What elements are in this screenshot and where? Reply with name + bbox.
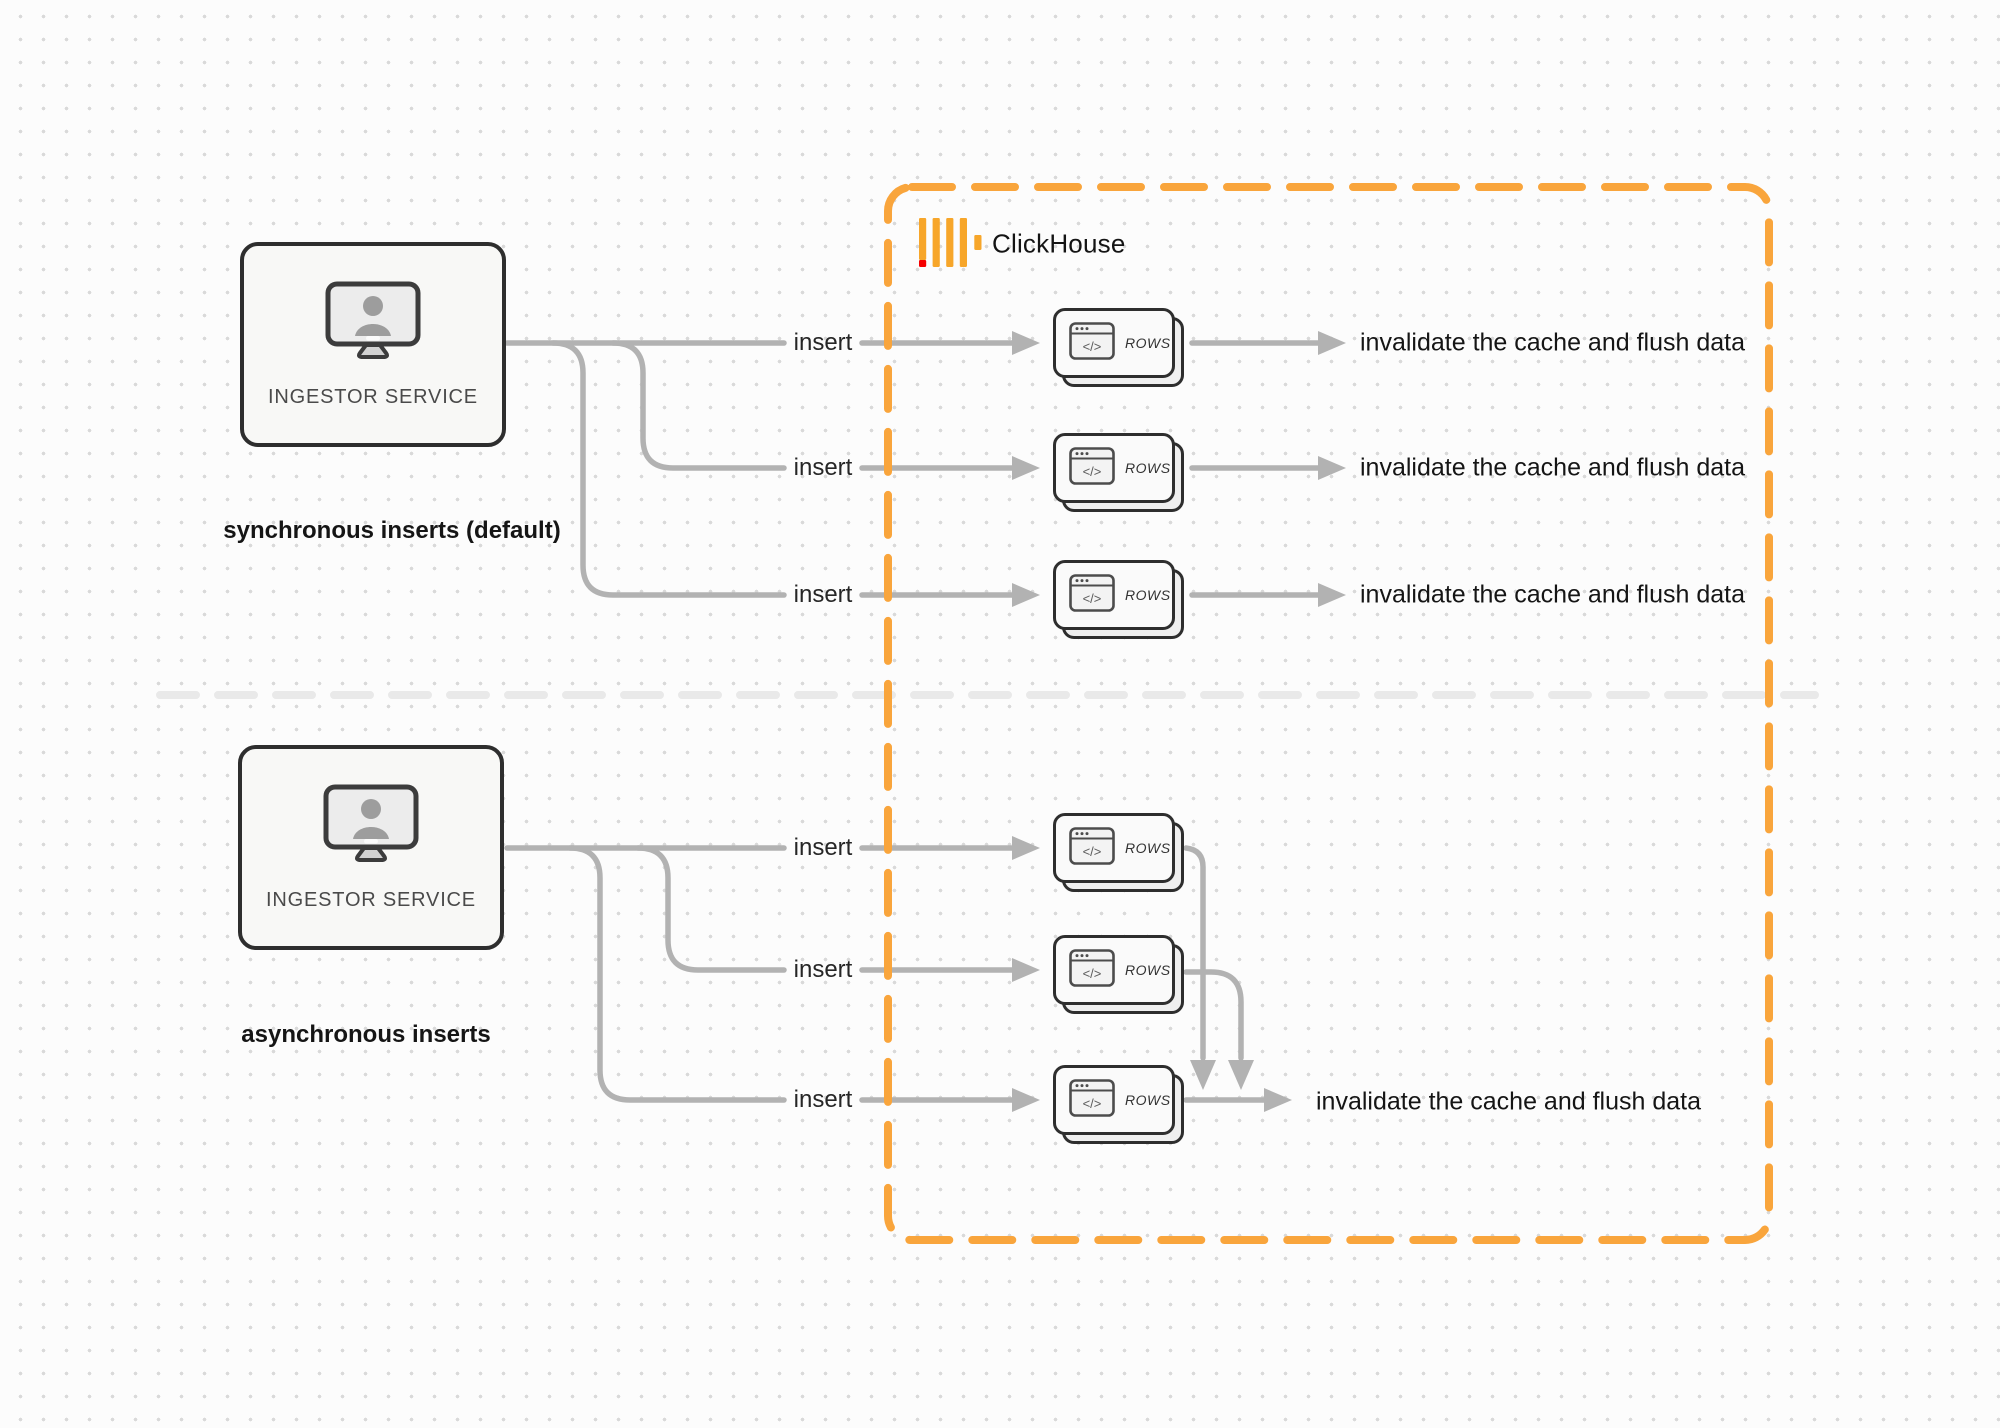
invalidate-label: invalidate the cache and flush data <box>1360 453 1745 482</box>
code-glyph: </> <box>1083 591 1102 606</box>
code-window-icon: </> <box>1069 321 1115 365</box>
monitor-user-icon <box>325 281 421 374</box>
rows-label: ROWS <box>1125 587 1171 603</box>
rows-label: ROWS <box>1125 1092 1171 1108</box>
ingestor-service-box-sync: INGESTOR SERVICE <box>240 242 506 447</box>
connector-line <box>1183 845 1206 1061</box>
insert-label: insert <box>793 834 853 861</box>
invalidate-label: invalidate the cache and flush data <box>1316 1087 1701 1116</box>
rows-table-card: </> ROWS <box>1053 813 1185 893</box>
arrowhead-icon <box>1318 331 1346 355</box>
code-window-icon: </> <box>1069 573 1115 617</box>
arrowhead-down-icon <box>1190 1060 1216 1090</box>
code-glyph: </> <box>1083 844 1102 859</box>
rows-label: ROWS <box>1125 962 1171 978</box>
ingestor-service-box-async: INGESTOR SERVICE <box>238 745 504 950</box>
insert-label: insert <box>793 956 853 983</box>
arrowhead-icon <box>1012 958 1040 982</box>
code-glyph: </> <box>1083 1096 1102 1111</box>
clickhouse-boundary-box <box>884 183 1773 1244</box>
arrowhead-icon <box>1012 583 1040 607</box>
connector-line <box>567 845 787 1103</box>
connector-line <box>550 340 787 598</box>
rows-table-card: </> ROWS <box>1053 560 1185 640</box>
sync-section-label: synchronous inserts (default) <box>223 517 561 544</box>
code-glyph: </> <box>1083 464 1102 479</box>
clickhouse-title: ClickHouse <box>992 228 1126 259</box>
code-glyph: </> <box>1083 966 1102 981</box>
monitor-user-icon <box>323 784 419 877</box>
connector-line <box>635 845 787 973</box>
arrowhead-icon <box>1012 331 1040 355</box>
arrowhead-icon <box>1264 1088 1292 1112</box>
rows-table-card: </> ROWS <box>1053 1065 1185 1145</box>
connector-line <box>610 340 787 471</box>
rows-label: ROWS <box>1125 460 1171 476</box>
arrowhead-icon <box>1012 836 1040 860</box>
sync-connector-lines <box>504 340 1321 598</box>
arrowhead-icon <box>1318 583 1346 607</box>
code-window-icon: </> <box>1069 826 1115 870</box>
arrowhead-icon <box>1012 456 1040 480</box>
code-window-icon: </> <box>1069 1078 1115 1122</box>
rows-table-card: </> ROWS <box>1053 935 1185 1015</box>
rows-label: ROWS <box>1125 335 1171 351</box>
insert-label: insert <box>793 581 853 608</box>
rows-table-card: </> ROWS <box>1053 308 1185 388</box>
code-window-icon: </> <box>1069 446 1115 490</box>
logo-red-pixel <box>919 260 927 267</box>
insert-label: insert <box>793 329 853 356</box>
async-section-label: asynchronous inserts <box>241 1021 491 1048</box>
ingestor-service-label: INGESTOR SERVICE <box>268 385 478 408</box>
clickhouse-logo-icon <box>919 218 982 272</box>
arrowhead-down-icon <box>1228 1060 1254 1090</box>
invalidate-label: invalidate the cache and flush data <box>1360 580 1745 609</box>
code-glyph: </> <box>1083 339 1102 354</box>
arrowhead-icon <box>1318 456 1346 480</box>
rows-table-card: </> ROWS <box>1053 433 1185 513</box>
arrowhead-icon <box>1012 1088 1040 1112</box>
ingestor-service-label: INGESTOR SERVICE <box>266 888 476 911</box>
invalidate-label: invalidate the cache and flush data <box>1360 328 1745 357</box>
connector-line <box>1183 969 1244 1061</box>
arrowheads <box>1012 331 1346 1112</box>
rows-label: ROWS <box>1125 840 1171 856</box>
code-window-icon: </> <box>1069 948 1115 992</box>
insert-label: insert <box>793 1086 853 1113</box>
insert-label: insert <box>793 454 853 481</box>
